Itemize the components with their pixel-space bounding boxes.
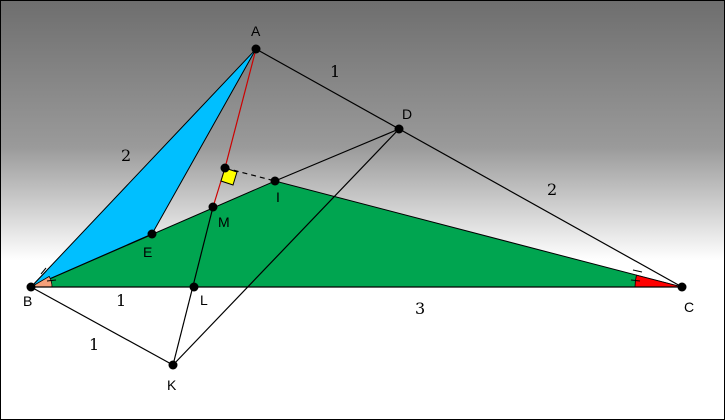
point-A: [251, 44, 261, 54]
segment-KD: [172, 128, 400, 366]
length-LC: 3: [415, 299, 425, 318]
point-B: [26, 282, 36, 292]
length-BL: 1: [116, 291, 126, 310]
label-B: B: [23, 293, 32, 309]
length-AB: 2: [121, 146, 131, 165]
point-K: [168, 360, 178, 370]
point-L: [189, 282, 199, 292]
label-L: L: [200, 292, 208, 308]
point-foot: [220, 163, 230, 173]
segment-AC: [255, 48, 683, 288]
point-M: [208, 202, 218, 212]
triangle-ABE-region: [30, 48, 257, 288]
segments: [30, 48, 683, 366]
point-I: [270, 176, 280, 186]
segment-ID: [274, 128, 400, 182]
label-M: M: [218, 214, 230, 230]
label-C: C: [684, 299, 694, 315]
label-D: D: [402, 106, 412, 122]
label-K: K: [167, 377, 177, 393]
label-E: E: [143, 244, 152, 260]
length-DC: 2: [547, 180, 557, 199]
label-A: A: [251, 23, 261, 39]
angle-tick-marks: [40, 267, 643, 282]
point-D: [394, 124, 404, 134]
segment-BK: [30, 286, 174, 366]
point-E: [147, 229, 157, 239]
label-I: I: [276, 189, 280, 205]
length-BK: 1: [89, 335, 99, 354]
length-AD: 1: [330, 62, 340, 81]
segment-AI-red: [224, 48, 257, 169]
point-C: [677, 282, 687, 292]
points: [26, 44, 687, 370]
